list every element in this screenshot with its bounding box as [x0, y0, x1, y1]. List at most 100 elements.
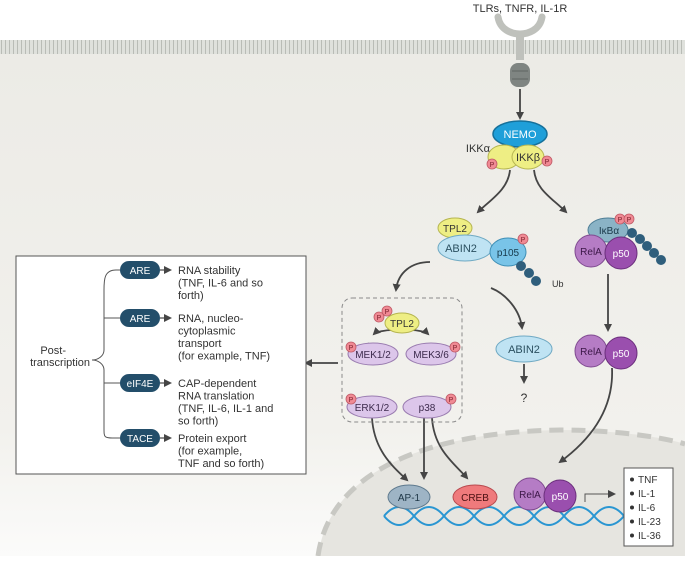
ub-label: Ub	[552, 279, 564, 289]
p38-node	[402, 395, 452, 419]
nemo-label: NEMO	[504, 129, 537, 141]
gene-item: IL-6	[638, 503, 656, 514]
arrow-p38-creb	[431, 417, 469, 480]
mechanism-tag	[120, 374, 160, 392]
mek36-label: MEK3/6	[413, 350, 449, 361]
mechanism-description-line: transport	[178, 338, 221, 350]
p38-label: p38	[419, 403, 436, 414]
mapk-module: TPL2 P P MEK1/2 P MEK3/6 P ERK1/2 P p38 …	[345, 305, 461, 419]
ubiquitin-bead	[531, 276, 541, 286]
p50-free-label: p50	[613, 349, 630, 360]
mechanism-description-line: RNA, nucleo-	[178, 313, 244, 325]
receptor-label: TLRs, TNFR, IL-1R	[473, 3, 568, 15]
receptor	[494, 13, 546, 87]
transcription-factors: AP-1 CREB RelA p50	[387, 477, 577, 513]
phospho-label: P	[490, 162, 495, 169]
phospho-mek12	[345, 341, 357, 353]
phospho-ikka	[486, 158, 498, 170]
ikba-label: IκBα	[599, 226, 619, 237]
mek12-label: MEK1/2	[355, 350, 391, 361]
gene-item: IL-36	[638, 531, 661, 542]
mechanism-tag-label: ARE	[130, 266, 151, 277]
mechanism-description-line: Protein export	[178, 433, 246, 445]
mechanism-tag-label: ARE	[130, 314, 151, 325]
arrow-tpl2-mapk	[392, 261, 431, 292]
arrow-nfkb-nucleus	[558, 367, 613, 464]
tpl2-active-node	[384, 312, 420, 334]
svg-text:P: P	[349, 345, 354, 352]
gene-bullet	[630, 519, 634, 524]
phospho-erk12	[345, 393, 357, 405]
p50-free-node	[604, 336, 638, 370]
ikkb-label: IKKβ	[516, 152, 540, 164]
p50-nuclear-node	[543, 479, 577, 513]
p105-label: p105	[497, 248, 520, 259]
post-transcription-item: ARE RNA, nucleo-cytoplasmictransport(for …	[116, 309, 270, 363]
gene-item: IL-23	[638, 517, 661, 528]
ubiquitin-bead	[627, 228, 637, 238]
mechanism-tag	[120, 309, 160, 327]
dna-helix	[383, 506, 655, 526]
phospho-tpl2	[381, 305, 393, 317]
arrow-abin2-release	[490, 287, 526, 330]
svg-text:P: P	[377, 315, 382, 322]
abin2-free: ABIN2 ?	[495, 335, 553, 405]
arrow-transcription	[584, 490, 616, 502]
svg-text:P: P	[453, 345, 458, 352]
gene-item: TNF	[638, 475, 657, 486]
phospho-tpl2	[373, 311, 385, 323]
nfkb-free: RelA p50	[574, 334, 638, 370]
mechanism-description-line: (TNF, IL-6 and so	[178, 278, 263, 290]
phospho-label: P	[545, 159, 550, 166]
mechanism-tag	[120, 261, 160, 279]
p50-nuclear-label: p50	[552, 492, 569, 503]
mechanism-description-line: CAP-dependent	[178, 378, 256, 390]
ikka-label: IKKα	[466, 143, 491, 155]
tpl2-label: TPL2	[443, 224, 467, 235]
ikba-nfkb-complex: IκBα RelA p50 P P	[574, 213, 666, 270]
nucleus	[318, 430, 685, 556]
arrow-ikk-tpl2	[476, 169, 511, 214]
ap1-node	[387, 484, 431, 510]
p50-node	[604, 236, 638, 270]
plasma-membrane	[0, 40, 685, 54]
unknown-outcome: ?	[521, 391, 528, 405]
phospho-p38	[445, 393, 457, 405]
rela-label: RelA	[580, 247, 602, 258]
mechanism-description-line: forth)	[178, 290, 204, 302]
mechanism-tag-label: TACE	[127, 434, 153, 445]
mechanism-description-line: so forth)	[178, 416, 218, 428]
rela-nuclear-label: RelA	[519, 490, 541, 501]
ubiquitin-bead	[635, 234, 645, 244]
phospho-label: P	[521, 237, 526, 244]
phospho-label: P	[627, 217, 632, 224]
ubiquitin-bead	[649, 248, 659, 258]
arrow-ikk-ikba	[533, 169, 568, 214]
ap1-label: AP-1	[398, 493, 421, 504]
phospho-mek36	[449, 341, 461, 353]
erk12-label: ERK1/2	[355, 403, 390, 414]
phospho-label: P	[618, 217, 623, 224]
gene-bullet	[630, 533, 634, 538]
mechanism-description-line: (for example, TNF)	[178, 351, 270, 363]
tpl2-abin2-p105-complex: TPL2 ABIN2 p105 P Ub	[437, 217, 564, 289]
mechanism-description-line: RNA translation	[178, 391, 254, 403]
ubiquitin-bead	[656, 255, 666, 265]
phospho-ikkb	[541, 155, 553, 167]
mechanism-description-line: TNF and so forth)	[178, 458, 264, 470]
svg-text:P: P	[385, 309, 390, 316]
abin2-free-node	[495, 335, 553, 363]
abin2-free-label: ABIN2	[508, 344, 540, 356]
mechanism-description-line: cytoplasmic	[178, 326, 236, 338]
mek12-node	[347, 342, 399, 366]
rela-free-label: RelA	[580, 347, 602, 358]
erk12-node	[346, 395, 398, 419]
mechanism-description-line: RNA stability	[178, 265, 241, 277]
post-transcription-label-2: transcription	[30, 357, 90, 369]
abin2-label: ABIN2	[445, 243, 477, 255]
tpl2-active-label: TPL2	[390, 319, 414, 330]
